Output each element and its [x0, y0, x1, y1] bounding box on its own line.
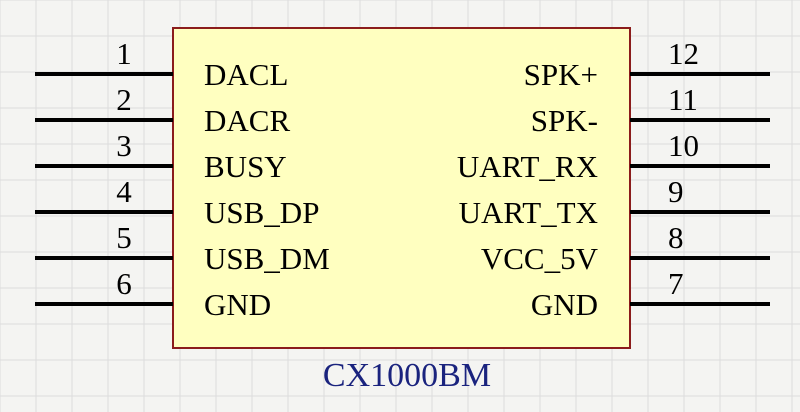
pin-name: VCC_5V [481, 241, 599, 276]
pin-name: DACR [204, 103, 290, 138]
pin-number: 1 [116, 36, 132, 71]
pin-number: 11 [668, 82, 698, 117]
pin-name: BUSY [204, 149, 287, 184]
pin-name: SPK- [531, 103, 598, 138]
pin-number: 12 [668, 36, 699, 71]
pin-name: USB_DP [204, 195, 319, 230]
pin-number: 9 [668, 174, 684, 209]
component-body[interactable] [172, 27, 631, 349]
component-name-label: CX1000BM [323, 357, 491, 394]
pin-number: 3 [116, 128, 132, 163]
pin-number: 4 [116, 174, 132, 209]
pin-number: 5 [116, 220, 132, 255]
pin-number: 10 [668, 128, 699, 163]
pin-name: GND [204, 287, 271, 322]
pin-number: 2 [116, 82, 132, 117]
pin-name: SPK+ [524, 57, 598, 92]
pin-number: 6 [116, 266, 132, 301]
pin-name: UART_TX [459, 195, 598, 230]
pin-name: UART_RX [457, 149, 598, 184]
pin-group: 1DACL2DACR3BUSY4USB_DP5USB_DM6GND12SPK+1… [35, 36, 770, 322]
pin-name: GND [531, 287, 598, 322]
pin-number: 8 [668, 220, 684, 255]
pin-name: DACL [204, 57, 288, 92]
pin-number: 7 [668, 266, 684, 301]
pin-name: USB_DM [204, 241, 330, 276]
